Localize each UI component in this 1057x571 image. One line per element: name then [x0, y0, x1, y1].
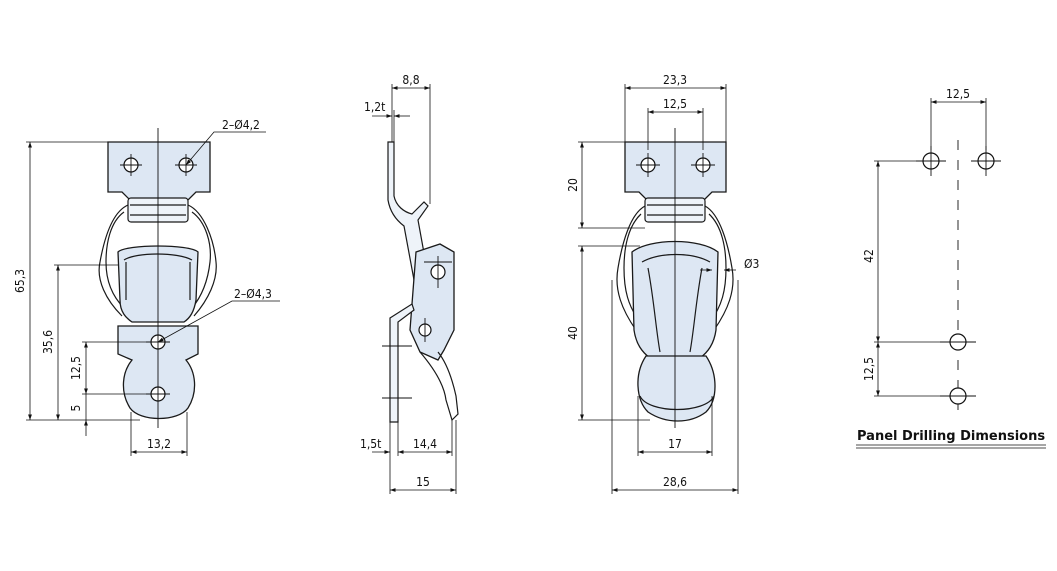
dim-thickness-bottom: 1,5t [360, 437, 381, 451]
dim-plate-height: 20 [566, 178, 580, 192]
dim-body-height: 40 [566, 326, 580, 340]
dim-hole-pitch: 12,5 [69, 356, 83, 380]
dim-drill-distance: 42 [862, 249, 876, 263]
side-view: 8,8 1,2t 1,5t 14,4 15 [360, 73, 459, 494]
dim-bottom-offset: 5 [69, 405, 83, 412]
dim-hole-pitch-hasp: 12,5 [663, 97, 687, 111]
label-hole-bottom: 2–Ø4,3 [234, 287, 272, 301]
dim-width-outer: 23,3 [663, 73, 687, 87]
dim-drill-pitch-top: 12,5 [946, 87, 970, 101]
dim-width-total-side: 15 [416, 475, 430, 489]
dim-width-base: 13,2 [147, 437, 171, 451]
panel-drilling-caption: Panel Drilling Dimensions [857, 429, 1045, 444]
front-view: 2–Ø4,2 2–Ø4,3 65,3 35,6 12,5 5 13,2 [13, 118, 280, 456]
dim-width-head: 17 [668, 437, 682, 451]
dim-thickness-top: 1,2t [364, 100, 385, 114]
dim-drill-pitch-bottom: 12,5 [862, 357, 876, 381]
dim-width-top: 8,8 [402, 73, 419, 87]
dim-height-mid: 35,6 [41, 330, 55, 354]
dim-hole-diameter: Ø3 [744, 257, 759, 271]
label-hole-top: 2–Ø4,2 [222, 118, 260, 132]
dim-width-base-side: 14,4 [413, 437, 437, 451]
dim-width-total-hasp: 28,6 [663, 475, 687, 489]
hasp-view: 23,3 12,5 20 40 Ø3 17 28,6 [566, 73, 759, 494]
panel-drilling-view: 12,5 42 12,5 Panel Drilling Dimensions [856, 87, 1046, 449]
dim-height-total: 65,3 [13, 269, 27, 293]
